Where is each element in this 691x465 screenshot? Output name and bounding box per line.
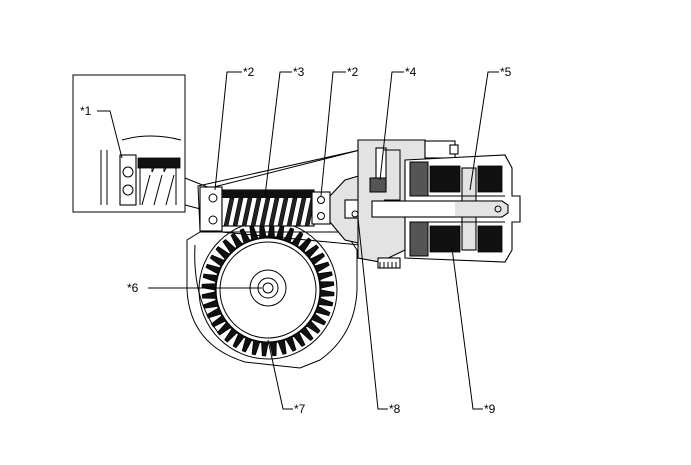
callout-3: *3 (293, 65, 305, 79)
armature-shaft (371, 200, 509, 218)
worm-wheel-housing (186, 231, 358, 369)
worm-top-band (222, 190, 314, 198)
bearing-right (311, 191, 331, 225)
worm-thread (277, 197, 289, 227)
worm-thread (223, 197, 235, 227)
worm-thread (259, 197, 271, 227)
callout-5: *5 (500, 65, 512, 79)
worm-thread (286, 197, 298, 227)
worm-wheel-gear (198, 220, 338, 360)
callout-4: *4 (405, 65, 417, 79)
worm-thread (232, 197, 244, 227)
callout-9: *9 (484, 402, 496, 416)
inset-detail-box (72, 74, 186, 213)
worm-thread (250, 197, 262, 227)
callout-6: *6 (127, 281, 139, 295)
leader-lines (97, 71, 499, 410)
worm-gear (221, 189, 316, 227)
callout-2-right: *2 (347, 65, 359, 79)
worm-thread (268, 197, 280, 227)
worm-thread (295, 197, 307, 227)
callout-8: *8 (389, 402, 401, 416)
callout-1: *1 (80, 104, 92, 118)
callout-7: *7 (294, 402, 306, 416)
callout-2-left: *2 (243, 65, 255, 79)
worm-thread (241, 197, 253, 227)
